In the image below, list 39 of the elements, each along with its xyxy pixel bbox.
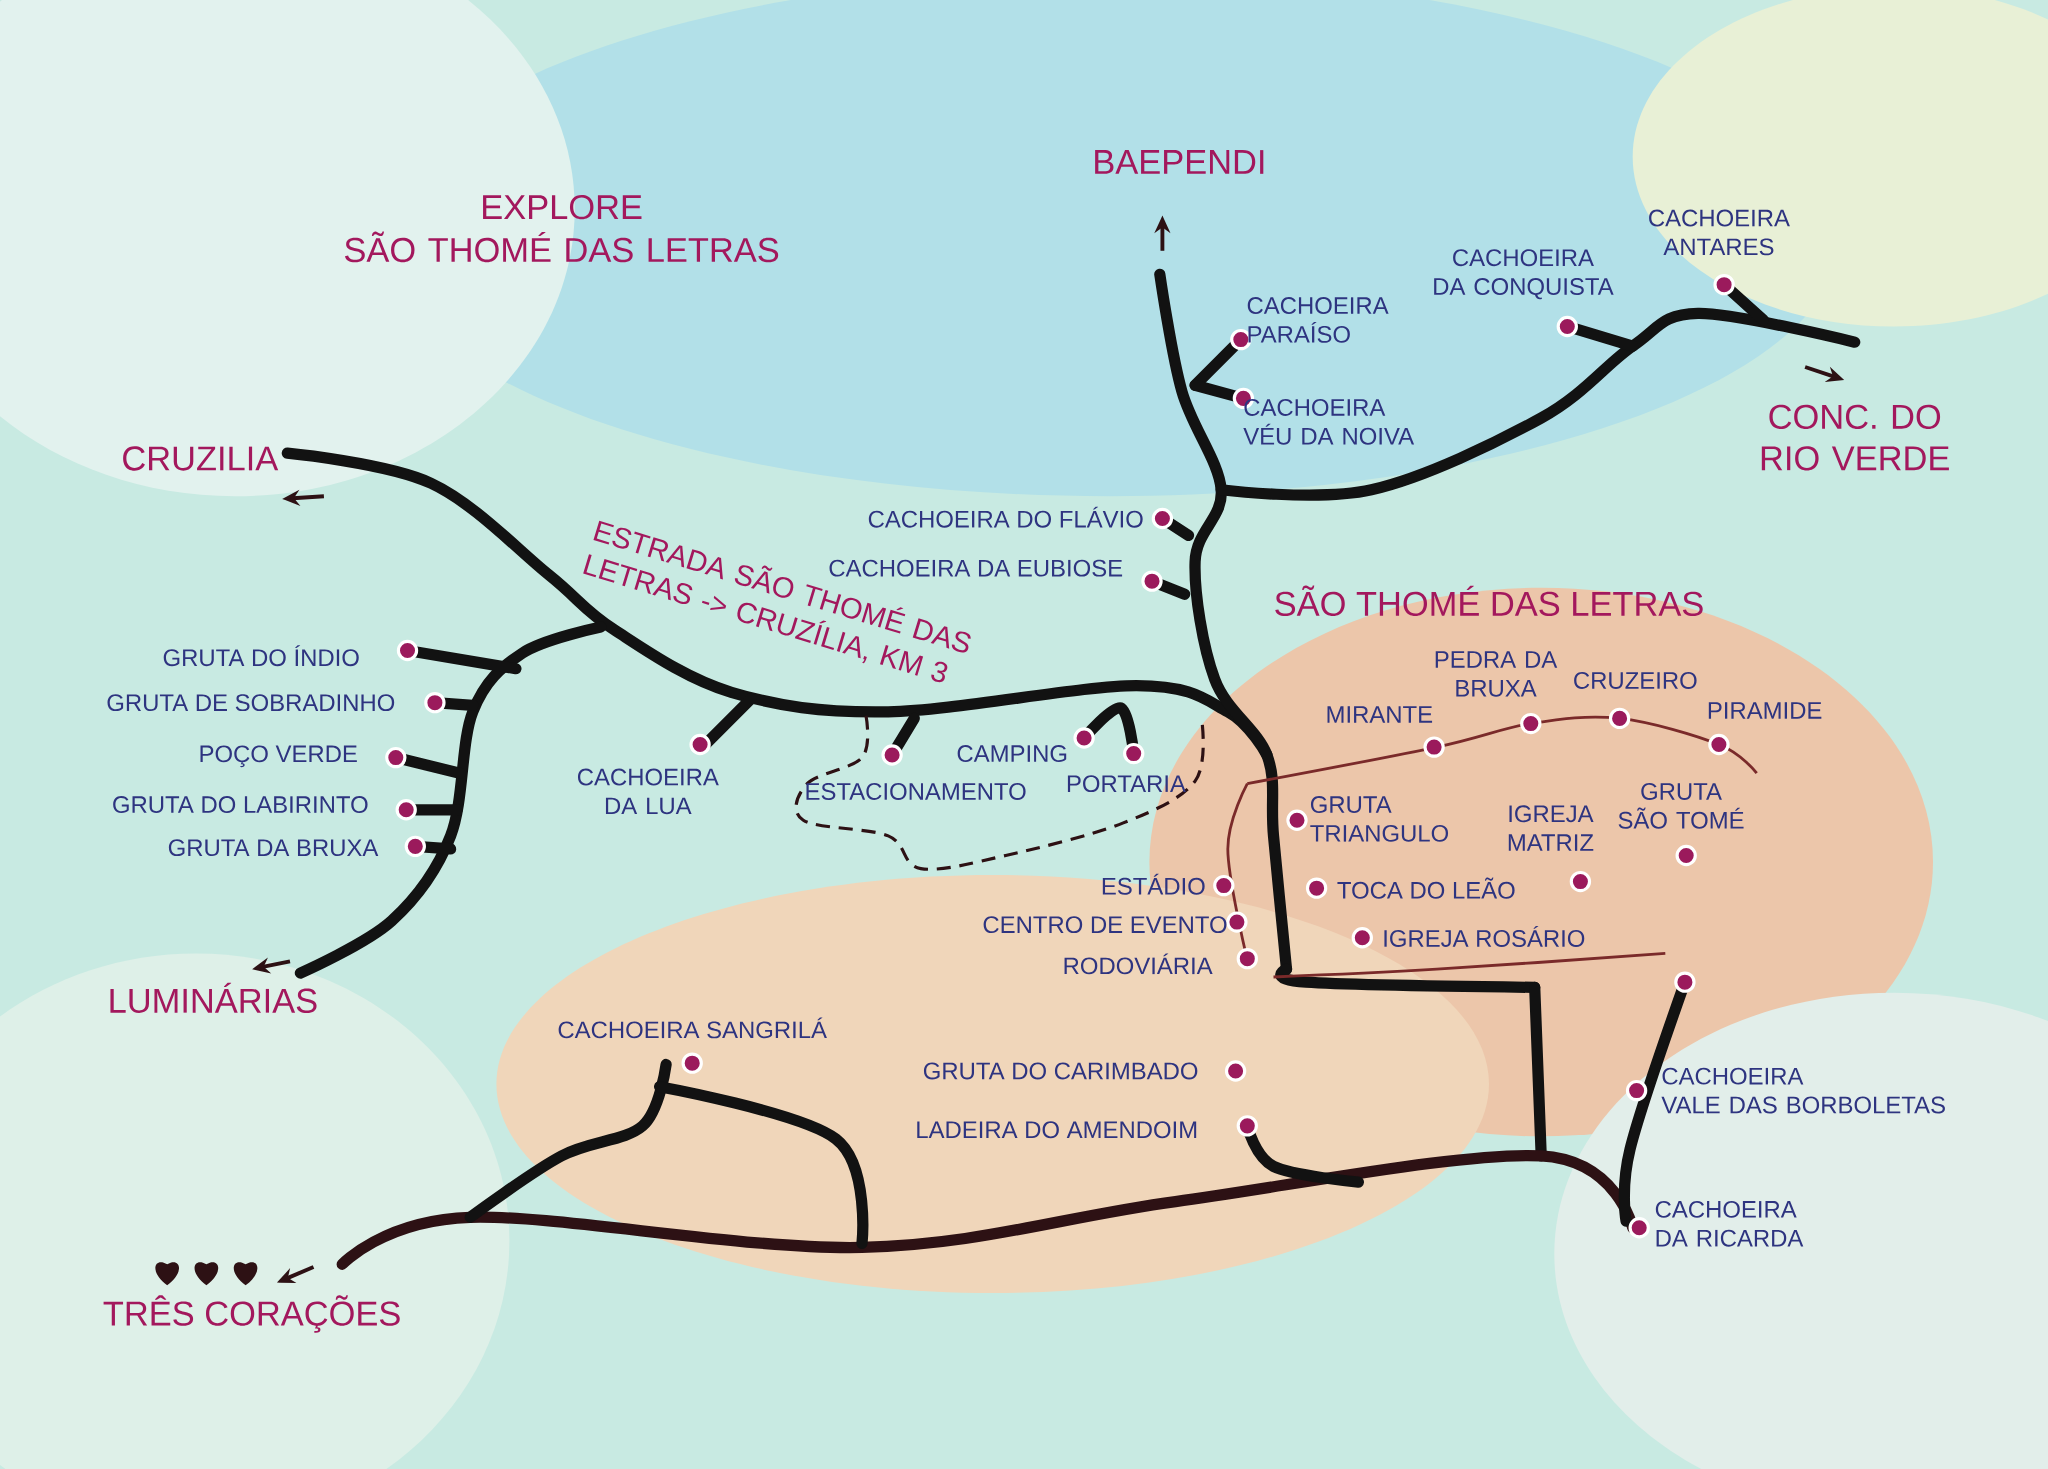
place-label: POÇO VERDE [200,745,357,767]
place-label: PIRAMIDE [1708,702,1822,719]
map-title: EXPLORE SÃO THOMÉ DAS LETRAS [344,194,779,262]
place-label: CACHOEIRA DA LUA [577,768,719,815]
place-label: GRUTA DO LABIRINTO [113,795,368,813]
place-label: CACHOEIRA ANTARES [1649,209,1790,256]
place-label: CACHOEIRA PARAÍSO [1247,296,1389,343]
place-label: CACHOEIRA DA CONQUISTA [1434,249,1614,300]
place-label: GRUTA TRIANGULO [1310,795,1449,842]
place-label: GRUTA DE SOBRADINHO [107,694,395,711]
place-label: CAMPING [957,744,1067,762]
place-label: CACHOEIRA SANGRILÁ [558,1017,827,1039]
town-label: LUMINÁRIAS [110,982,317,1013]
place-label: RODOVIÁRIA [1064,953,1213,975]
place-label: GRUTA DO CARIMBADO [923,1062,1198,1080]
place-label: IGREJA ROSÁRIO [1384,925,1585,947]
place-label: CACHOEIRA DO FLÁVIO [868,506,1143,528]
place-label: IGREJA MATRIZ [1508,805,1594,851]
place-label: CACHOEIRA VALE DAS BORBOLETAS [1661,1067,1945,1114]
place-label: CACHOEIRA DA RICARDA [1655,1200,1804,1247]
place-label: TOCA DO LEÃO [1337,877,1515,899]
place-label: GRUTA DA BRUXA [168,839,379,856]
place-label: CENTRO DE EVENTO [983,916,1227,933]
town-label: CONC. DO RIO VERDE [1761,404,1949,471]
town-label: TRÊS CORAÇÕES [103,1295,400,1333]
town-label: CRUZILIA [123,446,279,471]
place-label: CRUZEIRO [1574,671,1697,689]
place-label: ESTACIONAMENTO [806,782,1026,800]
place-label: ESTÁDIO [1102,873,1205,895]
town-label: SÃO THOMÉ DAS LETRAS [1275,585,1703,616]
place-label: GRUTA SÃO TOMÉ [1618,782,1744,829]
place-label: CACHOEIRA VÉU DA NOIVA [1243,398,1415,445]
place-label: PORTARIA [1067,775,1186,792]
place-label: PEDRA DA BRUXA [1435,651,1558,697]
town-label: BAEPENDI [1095,149,1264,174]
place-label: GRUTA DO ÍNDIO [163,645,359,666]
place-label: CACHOEIRA DA EUBIOSE [829,559,1123,577]
place-label: LADEIRA DO AMENDOIM [917,1121,1197,1139]
place-label: MIRANTE [1327,706,1433,723]
